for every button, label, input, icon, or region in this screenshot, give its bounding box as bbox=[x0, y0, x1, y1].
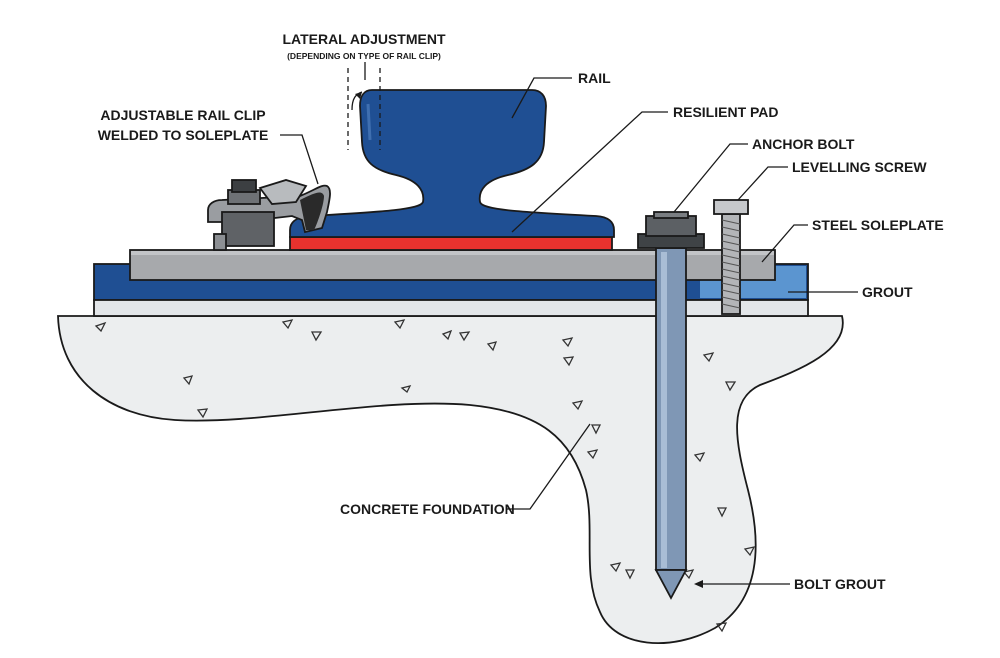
aggregate-mark bbox=[310, 331, 323, 342]
anchor-bolt bbox=[637, 211, 705, 600]
aggregate-mark bbox=[715, 622, 728, 633]
leader-lines bbox=[280, 77, 858, 588]
aggregate-mark bbox=[400, 385, 412, 394]
lateral-adjustment-dimension bbox=[347, 62, 381, 150]
aggregate-mark bbox=[458, 331, 471, 342]
aggregate-mark bbox=[281, 319, 294, 330]
aggregate-mark bbox=[624, 569, 636, 580]
label-rail-clip-line1: ADJUSTABLE RAIL CLIP bbox=[100, 107, 265, 123]
label-concrete-foundation: CONCRETE FOUNDATION bbox=[340, 501, 515, 517]
label-lateral-adjustment-note: (DEPENDING ON TYPE OF RAIL CLIP) bbox=[287, 51, 441, 61]
aggregate-mark bbox=[196, 408, 209, 419]
soleplate-top-highlight bbox=[131, 251, 774, 255]
aggregate-mark bbox=[609, 562, 622, 573]
aggregate-mark bbox=[724, 381, 737, 392]
label-levelling-screw: LEVELLING SCREW bbox=[792, 159, 927, 175]
aggregate-mark bbox=[693, 452, 706, 463]
rail bbox=[289, 89, 615, 238]
aggregate-mark bbox=[571, 400, 584, 411]
label-grout: GROUT bbox=[862, 284, 913, 300]
aggregate-mark bbox=[590, 424, 602, 435]
label-lateral-adjustment: LATERAL ADJUSTMENT bbox=[282, 31, 446, 47]
arrow-head bbox=[355, 92, 362, 99]
aggregate-mark bbox=[562, 356, 575, 367]
label-rail: RAIL bbox=[578, 70, 611, 86]
rail-highlight bbox=[366, 103, 372, 141]
label-anchor-bolt: ANCHOR BOLT bbox=[752, 136, 855, 152]
arrow-head bbox=[694, 580, 703, 588]
grout-bed bbox=[93, 299, 809, 317]
aggregate-mark bbox=[441, 329, 453, 341]
aggregate-mark bbox=[702, 352, 715, 363]
resilient-pad bbox=[289, 236, 613, 251]
aggregate-mark bbox=[682, 569, 695, 580]
adjustable-rail-clip bbox=[207, 179, 331, 251]
aggregate-mark bbox=[486, 341, 498, 352]
aggregate-mark bbox=[586, 449, 599, 460]
aggregate-marks bbox=[94, 319, 756, 633]
aggregate-mark bbox=[716, 507, 728, 518]
aggregate-mark bbox=[743, 546, 756, 557]
aggregate-mark bbox=[94, 321, 107, 333]
aggregate-mark bbox=[561, 337, 574, 348]
label-steel-soleplate: STEEL SOLEPLATE bbox=[812, 217, 944, 233]
aggregate-mark bbox=[182, 375, 194, 386]
levelling-screw bbox=[713, 199, 749, 315]
label-resilient-pad: RESILIENT PAD bbox=[673, 104, 779, 120]
label-bolt-grout: BOLT GROUT bbox=[794, 576, 886, 592]
label-rail-clip-line2: WELDED TO SOLEPLATE bbox=[98, 127, 269, 143]
aggregate-mark bbox=[393, 319, 406, 330]
concrete-foundation bbox=[57, 315, 844, 644]
